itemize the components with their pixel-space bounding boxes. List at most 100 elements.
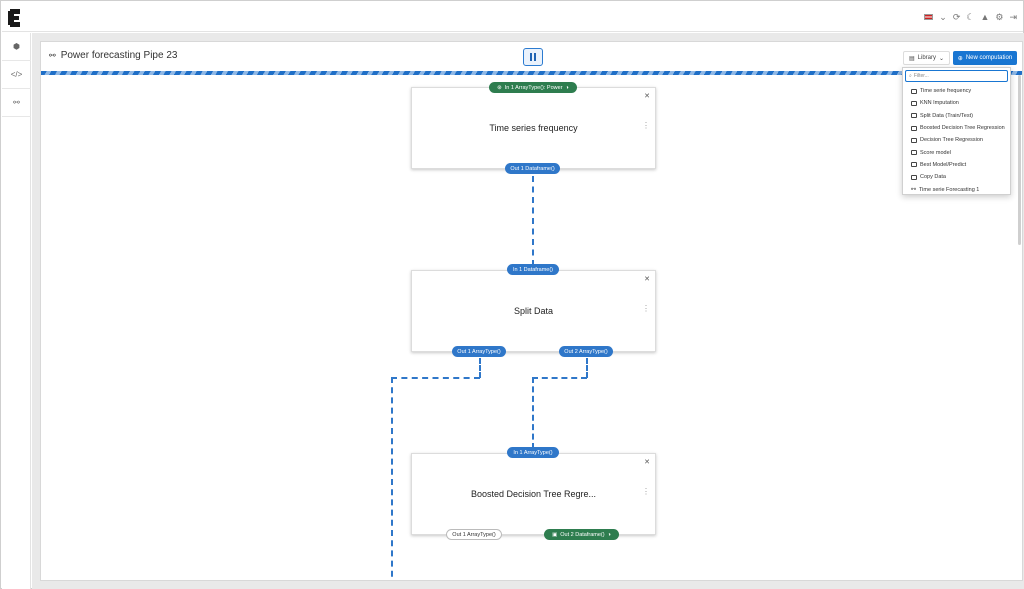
block-icon [911, 125, 917, 131]
port-label: In 1 ArrayType(): Power [504, 84, 563, 91]
chevron-down-icon[interactable]: ⌄ [939, 12, 947, 22]
connector-2-out1-v [479, 358, 481, 378]
library-item-label: Best Model/Predict [920, 161, 967, 168]
output-port[interactable]: Out 1 ArrayType() [452, 346, 506, 357]
library-filter-input[interactable]: ⌕ Filter... [905, 70, 1008, 82]
library-item[interactable]: Time serie frequency [905, 85, 1008, 97]
add-icon: ⊕ [957, 55, 963, 62]
close-icon[interactable]: ✕ [644, 459, 650, 466]
library-item-label: Score model [920, 149, 951, 156]
port-label: Out 2 Dataframe() [560, 531, 605, 538]
running-progress-stripe [41, 71, 1022, 75]
library-item-label: Decision Tree Regression [920, 137, 983, 144]
pipeline-panel: ⚯ Power forecasting Pipe 23 ▤ Library ⌄ … [40, 41, 1023, 581]
node-title: Time series frequency [489, 123, 578, 133]
connector-2-out1-h [391, 377, 480, 379]
drag-handle-icon[interactable]: ⋮ [642, 487, 650, 496]
node-split-data[interactable]: Split Data ✕ ⋮ [411, 270, 656, 352]
library-item[interactable]: Best Model/Predict [905, 159, 1008, 171]
port-label: In 1 ArrayType() [513, 449, 553, 456]
panel-header: ⚯ Power forecasting Pipe 23 ▤ Library ⌄ … [41, 42, 1022, 71]
connector-2-out2-h [532, 377, 587, 379]
block-icon [911, 88, 917, 94]
connector-2-3 [532, 377, 534, 449]
pipeline-icon: ⚯ [49, 51, 56, 60]
drag-handle-icon[interactable]: ⋮ [642, 304, 650, 313]
pipeline-icon[interactable]: ⚯ [2, 89, 31, 117]
gear-icon[interactable]: ⚙ [995, 12, 1004, 22]
refresh-icon[interactable]: ⟳ [952, 12, 961, 22]
library-item[interactable]: ⚯Time serie Forecasting 1 [905, 183, 1008, 195]
code-icon[interactable]: </> [2, 61, 31, 89]
status-icon: ◑ [607, 531, 611, 538]
node-time-series-frequency[interactable]: Time series frequency ✕ ⋮ [411, 87, 656, 169]
block-icon [911, 137, 917, 143]
block-icon [911, 162, 917, 168]
drag-handle-icon[interactable]: ⋮ [642, 121, 650, 130]
library-item[interactable]: Split Data (Train/Test) [905, 110, 1008, 122]
node-boosted-decision-tree[interactable]: Boosted Decision Tree Regre... ✕ ⋮ [411, 453, 656, 535]
status-icon: ◑ [565, 84, 569, 91]
top-icons: ⌄ ⟳ ☾ ▲ ⚙ ⇥ [924, 11, 1017, 23]
block-icon [911, 174, 917, 180]
home-icon[interactable]: ⬢ [2, 33, 31, 61]
node-title: Boosted Decision Tree Regre... [470, 489, 597, 499]
library-button[interactable]: ▤ Library ⌄ [903, 51, 951, 65]
port-label: Out 1 Dataframe() [510, 165, 555, 172]
output-port[interactable]: Out 1 ArrayType() [446, 529, 502, 540]
input-port[interactable]: In 1 Dataframe() [507, 264, 559, 275]
logout-icon[interactable]: ⇥ [1009, 12, 1017, 22]
library-item[interactable]: KNN Imputation [905, 97, 1008, 109]
chevron-down-icon: ⌄ [939, 55, 945, 62]
filter-placeholder: Filter... [913, 73, 929, 79]
output-port[interactable]: ▣ Out 2 Dataframe() ◑ [544, 529, 619, 540]
block-icon [911, 100, 917, 106]
node-title: Split Data [513, 306, 554, 316]
port-label: Out 1 ArrayType() [452, 531, 496, 538]
output-port[interactable]: Out 1 Dataframe() [505, 163, 560, 174]
library-item-label: Copy Data [920, 174, 946, 181]
library-item[interactable]: Boosted Decision Tree Regression [905, 122, 1008, 134]
close-icon[interactable]: ✕ [644, 276, 650, 283]
input-port[interactable]: ⊛ In 1 ArrayType(): Power ◑ [489, 82, 577, 93]
input-port[interactable]: In 1 ArrayType() [507, 447, 559, 458]
port-label: Out 2 ArrayType() [564, 348, 608, 355]
port-label: In 1 Dataframe() [512, 266, 554, 273]
pipeline-icon: ⚯ [911, 187, 917, 194]
library-dropdown: ⌕ Filter... Time serie frequency KNN Imp… [902, 67, 1011, 195]
close-icon[interactable]: ✕ [644, 93, 650, 100]
port-label: Out 1 ArrayType() [457, 348, 501, 355]
connector-2-out1-down [391, 377, 393, 580]
moon-icon[interactable]: ☾ [966, 12, 975, 22]
search-icon: ⌕ [909, 73, 912, 79]
new-computation-button[interactable]: ⊕ New computation [953, 51, 1017, 65]
library-icon: ▤ [909, 55, 915, 62]
app-logo[interactable] [7, 8, 23, 28]
library-item-label: Split Data (Train/Test) [920, 112, 973, 119]
connector-1-2 [532, 176, 534, 266]
left-nav: ⬢ </> ⚯ [2, 33, 31, 589]
connected-icon: ⊛ [497, 84, 502, 91]
library-item[interactable]: Copy Data [905, 171, 1008, 183]
library-item-label: KNN Imputation [920, 100, 959, 107]
bell-icon[interactable]: ▲ [980, 12, 990, 22]
pipeline-title-text: Power forecasting Pipe 23 [60, 50, 178, 61]
library-item[interactable]: Score model [905, 146, 1008, 158]
top-bar: ⌄ ⟳ ☾ ▲ ⚙ ⇥ [2, 2, 1023, 32]
library-item[interactable]: Decision Tree Regression [905, 134, 1008, 146]
block-icon [911, 113, 917, 119]
save-icon: ▣ [552, 531, 558, 538]
library-item-label: Time serie frequency [920, 88, 972, 95]
new-computation-label: New computation [965, 55, 1013, 61]
output-port[interactable]: Out 2 ArrayType() [559, 346, 613, 357]
pause-button[interactable] [523, 48, 543, 66]
scrollbar[interactable] [1018, 75, 1021, 245]
library-item-label: Time serie Forecasting 1 [919, 186, 980, 193]
block-icon [911, 150, 917, 156]
library-item-label: Boosted Decision Tree Regression [920, 125, 1005, 132]
flag-icon[interactable] [924, 14, 934, 20]
connector-2-out2-v [586, 358, 588, 378]
pipeline-title: ⚯ Power forecasting Pipe 23 [49, 50, 177, 61]
library-label: Library [917, 55, 937, 61]
